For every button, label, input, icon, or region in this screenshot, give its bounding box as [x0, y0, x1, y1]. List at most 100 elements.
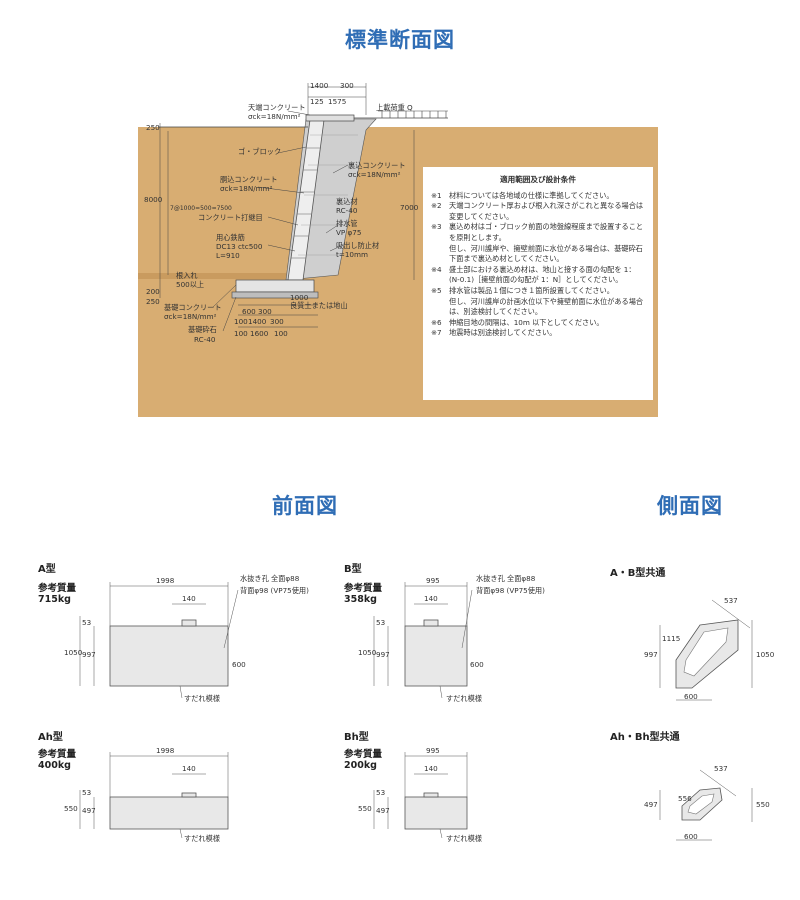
condition-text: 地震時は別途検討してください。 — [449, 328, 557, 338]
side-ab-right-height: 1050 — [756, 650, 775, 659]
go-block-label: ゴ・ブロック — [238, 147, 282, 156]
b-height-body: 997 — [376, 650, 390, 659]
bh-height-total: 550 — [358, 804, 372, 813]
bh-type-label: Bh型 — [344, 732, 369, 743]
b-note-drain: 水抜き孔 全面φ88 — [476, 574, 536, 583]
dim-top-125: 125 — [310, 97, 324, 106]
foundation-level-band — [138, 273, 286, 279]
b-mass-label: 参考質量 — [344, 583, 383, 594]
side-ahbh-diag-dim: 537 — [714, 764, 728, 773]
rc40-a-label: RC-40 — [336, 206, 358, 215]
cross-section-panel: 1400 300 125 1575 上載荷重 Q 天端コンクリート σck=18… — [138, 75, 658, 417]
front-bh-hole — [423, 792, 439, 798]
condition-number: ※1 — [431, 190, 442, 200]
dim-bottom-100c: 100 — [274, 329, 288, 338]
side-ab-slant-dim: 1115 — [662, 634, 681, 643]
ah-mass-value: 400kg — [38, 760, 71, 771]
condition-item: ※2 天端コンクリート厚および根入れ深さがこれと異なる場合は変更してください。 — [431, 201, 645, 222]
condition-item: ※4 盛土部における裏込め材は、地山と接する面の勾配を 1：(N-0.1)［擁壁… — [431, 265, 645, 286]
bh-hole-width-dim: 140 — [424, 764, 438, 773]
a-mass-value: 715kg — [38, 594, 71, 605]
b-type-label: B型 — [344, 564, 362, 575]
vp75-label: VP φ75 — [336, 228, 362, 237]
side-ahbh-left-height: 497 — [644, 800, 658, 809]
base-gravel-label: 基礎砕石 — [188, 325, 217, 334]
bh-width-dim: 995 — [426, 746, 440, 755]
suction-mat-label: 吸出し防止材 — [336, 241, 380, 250]
condition-number: ※2 — [431, 201, 442, 211]
crown-concrete-strength: σck=18N/mm² — [248, 112, 301, 121]
suction-thickness-label: t=10mm — [336, 250, 368, 259]
ah-pattern-label: すだれ模様 — [184, 834, 220, 843]
dim-left-pitch: 7@1000=500=7500 — [170, 205, 232, 212]
side-ab-bottom-dim: 600 — [684, 692, 698, 701]
dim-left-8000: 8000 — [144, 195, 163, 204]
b-height-hole: 600 — [470, 660, 484, 669]
a-hole-width-dim: 140 — [182, 594, 196, 603]
condition-text: 材料については各地域の仕様に準拠してください。 — [449, 190, 614, 200]
condition-number: ※5 — [431, 285, 442, 295]
a-height-top: 53 — [82, 618, 92, 627]
front-a-hole — [181, 619, 197, 627]
conditions-title: 適用範囲及び設計条件 — [500, 175, 576, 184]
a-note-back: 背面φ98 (VP75使用) — [240, 586, 309, 595]
base-concrete-label: 基礎コンクリート — [164, 303, 222, 312]
condition-item: ※6 伸縮目地の間隔は、10m 以下としてください。 — [431, 318, 645, 329]
a-height-total: 1050 — [64, 648, 83, 657]
block-dimension-lines — [79, 582, 753, 841]
condition-item: ※7 地震時は別途検討してください。 — [431, 328, 645, 339]
condition-item: ※5 排水管は製品１個につき１箇所設置してください。 但し、河川護岸の計画水位以… — [431, 286, 645, 318]
condition-number: ※7 — [431, 328, 442, 338]
a-height-body: 997 — [82, 650, 96, 659]
base-gravel — [231, 291, 319, 299]
ah-hole-width-dim: 140 — [182, 764, 196, 773]
rebar-length-label: L=910 — [216, 251, 240, 260]
dim-top-1400: 1400 — [310, 81, 329, 90]
front-ah-hole — [181, 792, 197, 798]
backfill-concrete-strength: σck=18N/mm² — [348, 170, 401, 179]
ah-width-dim: 1998 — [156, 746, 175, 755]
ah-height-total: 550 — [64, 804, 78, 813]
ground-label: 良質土または地山 — [290, 301, 348, 310]
fill-concrete-label: 胴込コンクリート — [220, 175, 278, 184]
crown-concrete-label: 天端コンクリート — [248, 103, 306, 112]
side-ab-cavity — [683, 627, 729, 677]
b-width-dim: 995 — [426, 576, 440, 585]
embed-label: 根入れ — [176, 271, 198, 280]
backfill-concrete-label: 裏込コンクリート — [348, 161, 406, 170]
side-ab-diag-dim: 537 — [724, 596, 738, 605]
a-note-drain: 水抜き孔 全面φ88 — [240, 574, 300, 583]
dim-bottom-300: 300 — [258, 307, 272, 316]
b-pattern-label: すだれ模様 — [446, 694, 482, 703]
b-hole-width-dim: 140 — [424, 594, 438, 603]
front-b-hole — [423, 619, 439, 627]
front-bh-block — [404, 796, 468, 830]
bh-height-body: 497 — [376, 806, 390, 815]
cross-section-drawing — [138, 83, 448, 332]
condition-number: ※4 — [431, 264, 442, 274]
rc40-b-label: RC-40 — [194, 335, 216, 344]
front-ah-block — [109, 796, 229, 830]
side-ahbh-slant-dim: 556 — [678, 794, 692, 803]
a-mass-label: 参考質量 — [38, 583, 77, 594]
dim-bottom-100a: 100 — [234, 317, 248, 326]
b-height-top: 53 — [376, 618, 386, 627]
surcharge-label: 上載荷重 Q — [376, 103, 413, 112]
rebar-spec-label: DC13 ctc500 — [216, 242, 263, 251]
block-joints — [291, 147, 321, 259]
ah-mass-label: 参考質量 — [38, 749, 77, 760]
b-note-back: 背面φ98 (VP75使用) — [476, 586, 545, 595]
block-leader-lines — [179, 589, 473, 839]
bh-mass-value: 200kg — [344, 760, 377, 771]
dimension-lines — [159, 83, 415, 328]
bh-mass-label: 参考質量 — [344, 749, 383, 760]
side-ab-left-height: 997 — [644, 650, 658, 659]
base-concrete-strength: σck=18N/mm² — [164, 312, 217, 321]
dim-left-250: 250 — [146, 123, 160, 132]
condition-text: 天端コンクリート厚および根入れ深さがこれと異なる場合は変更してください。 — [449, 201, 644, 221]
side-ahbh-bottom-dim: 600 — [684, 832, 698, 841]
drain-pipe-label: 排水管 — [336, 219, 358, 228]
dim-left-200: 200 — [146, 287, 160, 296]
dim-bottom-1000: 1000 — [290, 293, 309, 302]
